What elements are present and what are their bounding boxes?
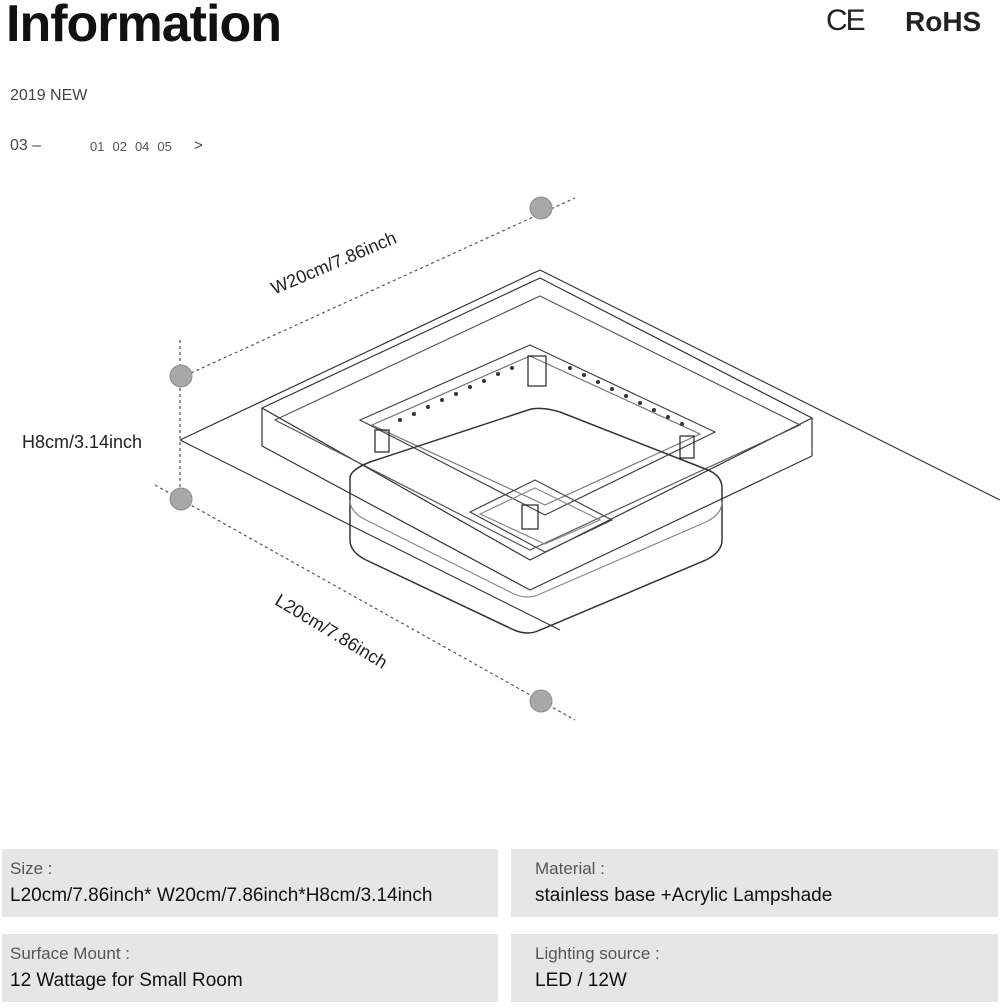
height-dimension-label: H8cm/3.14inch — [22, 432, 143, 452]
next-page-arrow[interactable]: > — [194, 137, 203, 154]
marker-length-start — [169, 487, 193, 511]
ce-mark: CE — [826, 4, 866, 37]
rohs-mark: RoHS — [905, 6, 982, 37]
spec-value: stainless base +Acrylic Lampshade — [535, 885, 833, 906]
spec-value: 12 Wattage for Small Room — [10, 970, 243, 991]
page-link-02[interactable]: 02 — [112, 139, 127, 154]
spec-label: Material : — [535, 859, 605, 878]
spec-label: Surface Mount : — [10, 944, 131, 963]
page-link-01[interactable]: 01 — [90, 139, 105, 154]
spec-value: LED / 12W — [535, 970, 627, 991]
page-link-04[interactable]: 04 — [134, 139, 150, 154]
page-list: 01 02 04 05 — [90, 139, 172, 154]
spec-card-material: Material : stainless base +Acrylic Lamps… — [511, 849, 998, 917]
spec-card-size: Size : L20cm/7.86inch* W20cm/7.86inch*H8… — [2, 849, 498, 917]
spec-label: Lighting source : — [535, 944, 660, 963]
marker-width-start — [169, 364, 193, 388]
collection-label: 2019 NEW — [10, 87, 88, 104]
current-page-indicator: 03 – — [10, 137, 42, 154]
page-link-05[interactable]: 05 — [157, 139, 172, 154]
spec-card-surface-mount: Surface Mount : 12 Wattage for Small Roo… — [2, 934, 498, 1002]
marker-length-end — [529, 689, 553, 713]
page-title: Information — [6, 0, 282, 53]
spec-card-lighting-source: Lighting source : LED / 12W — [511, 934, 998, 1002]
spec-label: Size : — [10, 859, 53, 878]
product-line-drawing — [154, 196, 1000, 721]
spec-value: L20cm/7.86inch* W20cm/7.86inch*H8cm/3.14… — [10, 885, 433, 906]
marker-width-end — [529, 196, 553, 220]
